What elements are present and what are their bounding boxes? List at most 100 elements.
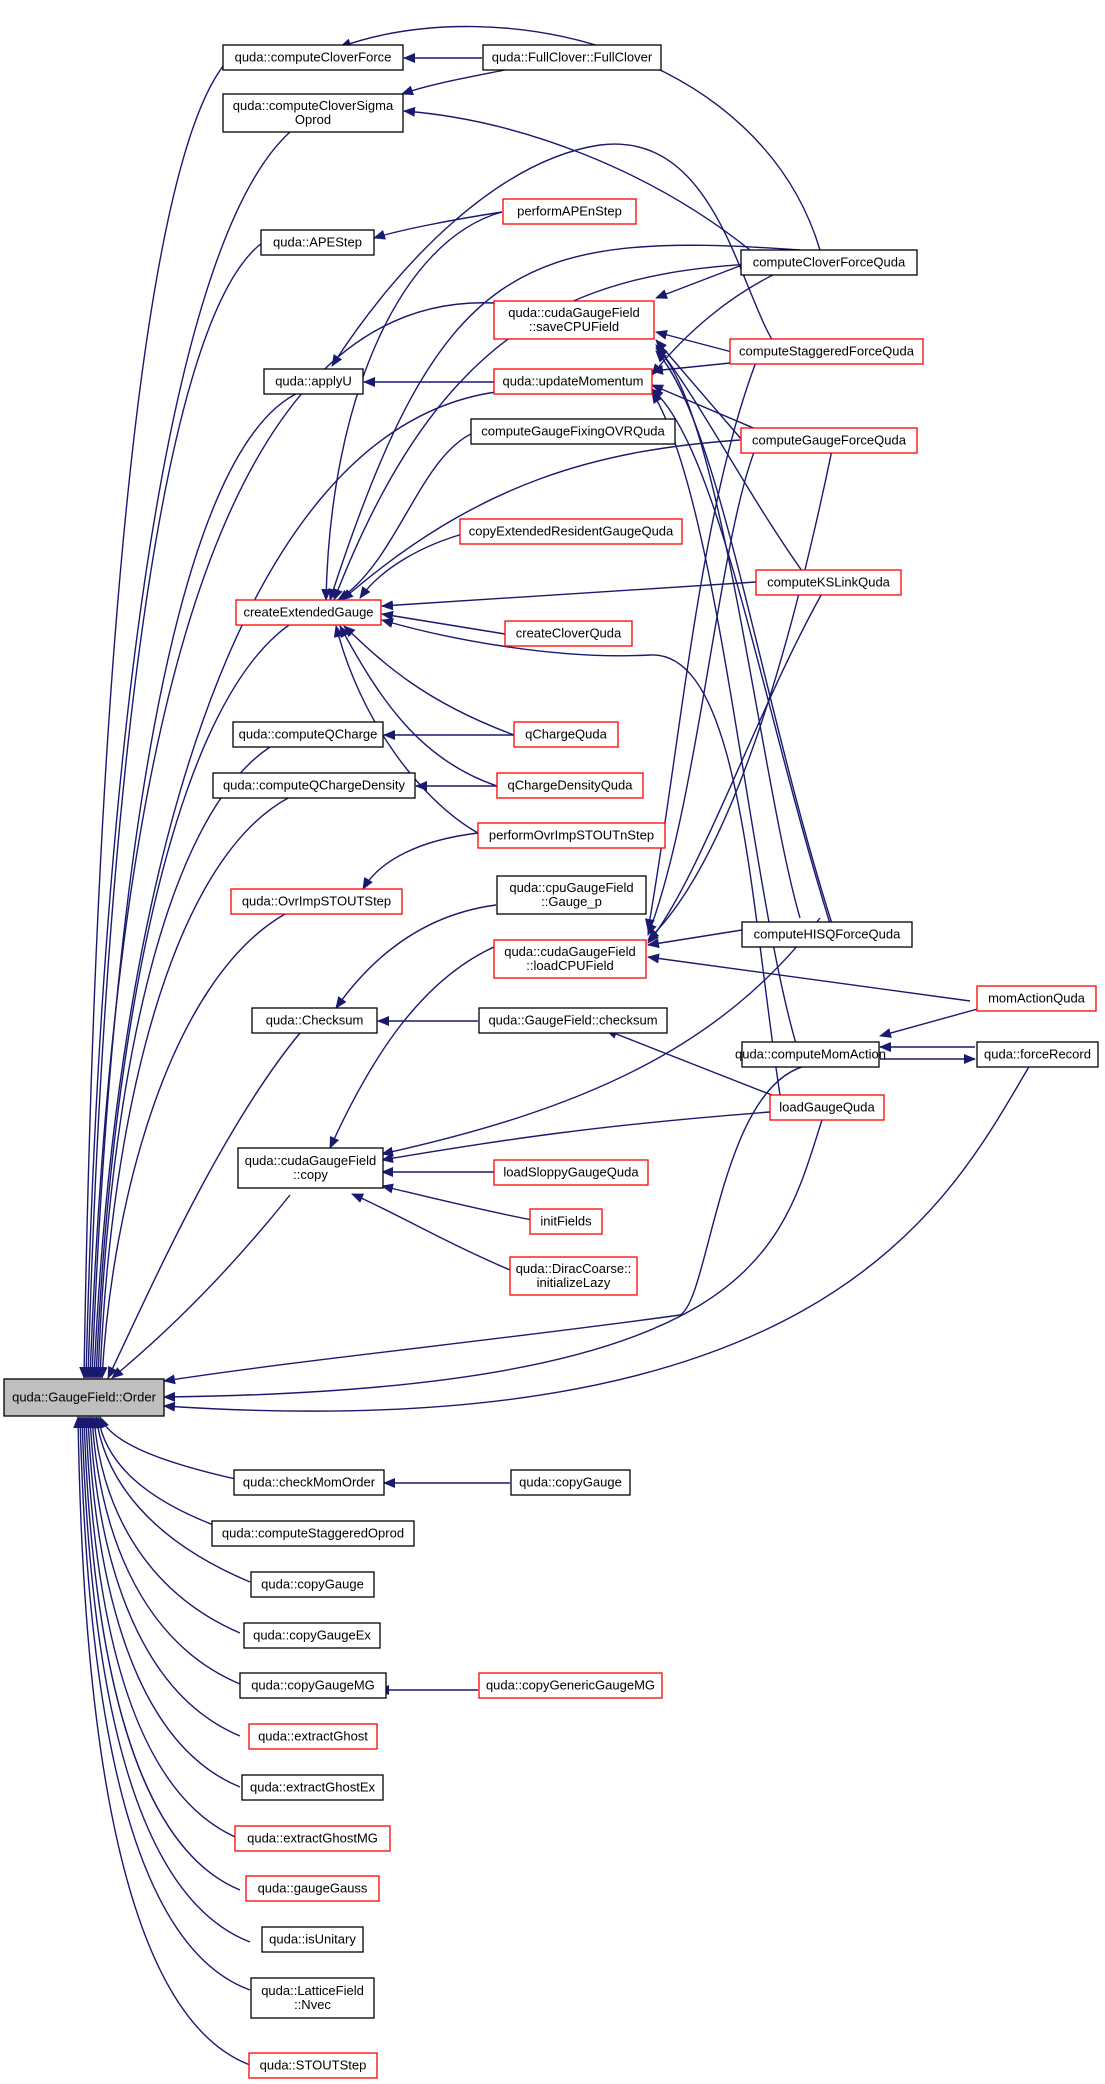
graph-node[interactable]: computeStaggeredForceQuda <box>729 338 924 365</box>
graph-node[interactable]: quda::copyGauge <box>250 1571 375 1598</box>
edge <box>647 953 971 1002</box>
graph-node[interactable]: quda::FullClover::FullClover <box>482 44 662 71</box>
node-label: quda::cudaGaugeField <box>504 944 636 959</box>
graph-node[interactable]: quda::copyGauge <box>510 1469 631 1496</box>
node-label: quda::copyGauge <box>519 1475 622 1490</box>
graph-node[interactable]: copyExtendedResidentGaugeQuda <box>459 518 683 545</box>
graph-node[interactable]: createExtendedGauge <box>235 599 382 626</box>
node-box <box>230 888 403 915</box>
node-box <box>741 921 913 948</box>
edge <box>651 361 741 375</box>
graph-node[interactable]: performAPEnStep <box>502 198 637 225</box>
node-box <box>493 1159 649 1186</box>
edge <box>337 429 481 601</box>
node-box <box>248 1723 378 1750</box>
graph-node[interactable]: performOvrImpSTOUTnStep <box>477 822 666 849</box>
graph-node[interactable]: quda::isUnitary <box>261 1926 364 1953</box>
graph-node[interactable]: quda::DiracCoarse::initializeLazy <box>509 1256 638 1296</box>
graph-node[interactable]: loadGaugeQuda <box>769 1094 885 1121</box>
node-label: quda::cpuGaugeField <box>509 880 633 895</box>
node-label: performOvrImpSTOUTnStep <box>489 828 654 843</box>
edge <box>647 449 833 941</box>
edge <box>381 917 821 1157</box>
node-box <box>493 939 647 979</box>
edge <box>362 832 479 890</box>
edge <box>655 261 751 299</box>
graph-node[interactable]: loadSloppyGaugeQuda <box>493 1159 649 1186</box>
edge <box>92 1416 251 1583</box>
edge <box>651 391 801 1058</box>
node-label: qChargeDensityQuda <box>507 778 633 793</box>
graph-node[interactable]: quda::copyGaugeMG <box>239 1672 387 1699</box>
graph-node[interactable]: quda::applyU <box>263 368 364 395</box>
graph-node[interactable]: quda::forceRecord <box>976 1041 1099 1068</box>
node-box <box>234 1825 391 1852</box>
edge <box>403 106 751 251</box>
graph-node[interactable]: quda::STOUTStep <box>248 2052 378 2079</box>
graph-node[interactable]: quda::computeCloverForce <box>222 44 404 71</box>
graph-node[interactable]: quda::cpuGaugeField::Gauge_p <box>496 875 647 915</box>
graph-node[interactable]: initFields <box>529 1208 603 1235</box>
graph-node[interactable]: qChargeQuda <box>513 721 619 748</box>
edge <box>79 1416 241 1891</box>
node-box <box>477 822 666 849</box>
edge <box>655 339 743 441</box>
edge <box>111 1194 291 1379</box>
graph-node[interactable]: quda::computeStaggeredOprod <box>211 1520 415 1547</box>
graph-node[interactable]: quda::APEStep <box>260 229 375 256</box>
node-box <box>741 1041 880 1068</box>
node-box <box>502 198 637 225</box>
graph-node[interactable]: quda::copyGenericGaugeMG <box>478 1672 663 1699</box>
node-label: quda::STOUTStep <box>260 2058 367 2073</box>
edge <box>77 1416 251 1943</box>
node-box <box>233 1469 385 1496</box>
graph-node[interactable]: quda::GaugeField::checksum <box>478 1007 668 1034</box>
graph-node[interactable]: quda::checkMomOrder <box>233 1469 385 1496</box>
graph-node[interactable]: computeKSLinkQuda <box>755 569 902 596</box>
graph-node[interactable]: computeGaugeForceQuda <box>740 427 918 454</box>
graph-node[interactable]: computeHISQForceQuda <box>741 921 913 948</box>
node-label: computeGaugeForceQuda <box>752 433 907 448</box>
edge <box>329 945 497 1149</box>
graph-node[interactable]: quda::extractGhostEx <box>241 1774 384 1801</box>
graph-node[interactable]: quda::cudaGaugeField::copy <box>237 1147 384 1189</box>
graph-node[interactable]: quda::computeQCharge <box>232 721 384 748</box>
node-box <box>248 2052 378 2079</box>
graph-node[interactable]: qChargeDensityQuda <box>496 772 644 799</box>
edge <box>73 1416 251 2066</box>
graph-node[interactable]: quda::LatticeField::Nvec <box>250 1977 375 2019</box>
graph-node[interactable]: quda::updateMomentum <box>493 368 653 395</box>
graph-node[interactable]: quda::copyGaugeEx <box>243 1622 381 1649</box>
node-label: quda::computeCloverSigma <box>233 98 394 113</box>
graph-node[interactable]: quda::gaugeGauss <box>245 1875 380 1902</box>
edge <box>343 625 515 736</box>
graph-node[interactable]: quda::cudaGaugeField::saveCPUField <box>493 300 655 340</box>
graph-node[interactable]: quda::cudaGaugeField::loadCPUField <box>493 939 647 979</box>
node-box <box>513 721 619 748</box>
node-label: quda::applyU <box>275 374 352 389</box>
graph-node[interactable]: computeGaugeFixingOVRQuda <box>470 418 676 445</box>
graph-node[interactable]: quda::Checksum <box>251 1007 378 1034</box>
node-box <box>250 1571 375 1598</box>
node-label: quda::copyGaugeMG <box>251 1678 375 1693</box>
graph-node[interactable]: createCloverQuda <box>504 620 633 647</box>
node-box <box>241 1774 384 1801</box>
node-box <box>510 1469 631 1496</box>
graph-node[interactable]: momActionQuda <box>976 985 1097 1012</box>
graph-node[interactable]: quda::computeQChargeDensity <box>212 772 416 799</box>
graph-node[interactable]: quda::extractGhost <box>248 1723 378 1750</box>
graph-node[interactable]: quda::OvrImpSTOUTStep <box>230 888 403 915</box>
node-box <box>459 518 683 545</box>
node-label: quda::computeStaggeredOprod <box>222 1526 404 1541</box>
node-box <box>261 1926 364 1953</box>
node-label: quda::copyGaugeEx <box>253 1628 371 1643</box>
edge <box>401 68 511 96</box>
graph-node[interactable]: quda::computeMomAction <box>735 1041 886 1068</box>
graph-node[interactable]: quda::GaugeField::Order <box>3 1378 165 1417</box>
graph-nodes: quda::GaugeField::Order quda::computeClov… <box>3 44 1099 2079</box>
graph-node[interactable]: quda::extractGhostMG <box>234 1825 391 1852</box>
graph-node[interactable]: computeCloverForceQuda <box>740 249 918 276</box>
edge <box>83 1416 241 1788</box>
node-label: loadSloppyGaugeQuda <box>503 1165 639 1180</box>
